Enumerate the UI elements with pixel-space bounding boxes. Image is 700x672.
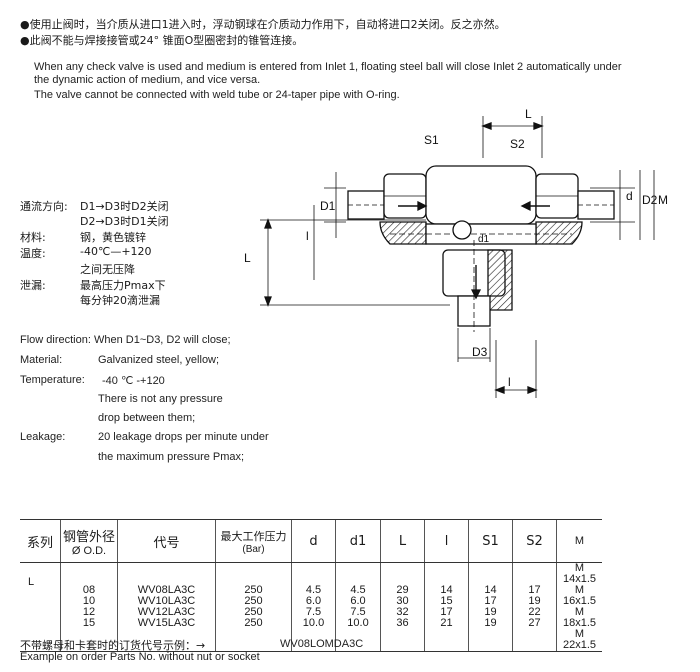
note-zh-1: ●使用止阀时，当介质从进口1进入时，浮动钢球在介质动力作用下，自动将进口2关闭。… bbox=[20, 18, 506, 31]
spec-temp-label-en: Temperature: bbox=[20, 374, 85, 386]
spec-leak-1-en: 20 leakage drops per minute under bbox=[98, 431, 269, 443]
header-d: d bbox=[291, 519, 336, 563]
label-d1-big: D1 bbox=[320, 199, 336, 213]
label-m: M bbox=[658, 193, 668, 207]
header-pressure-zh: 最大工作压力 bbox=[220, 529, 287, 543]
header-l: l bbox=[424, 519, 469, 563]
order-example-code: WV08LOMDA3C bbox=[280, 638, 364, 650]
header-m: M bbox=[556, 519, 602, 563]
spec-temp-1-en: -40 ℃ -+120 bbox=[102, 375, 165, 387]
check-valve-drawing: S1 S2 L d D2 M D1 l L d1 D3 l bbox=[244, 107, 668, 398]
header-s2: S2 bbox=[512, 519, 557, 563]
header-d1: d1 bbox=[335, 519, 381, 563]
label-l-bottom: l bbox=[508, 375, 511, 389]
spec-flow-1-zh: D1→D3时D2关闭 bbox=[80, 200, 169, 213]
spec-leak-label-zh: 泄漏: bbox=[20, 279, 46, 292]
cell-series: L bbox=[20, 562, 61, 652]
header-od-en: Ø O.D. bbox=[71, 544, 107, 557]
label-s1: S1 bbox=[424, 133, 439, 147]
header-L: L bbox=[380, 519, 425, 563]
steel-ball bbox=[452, 220, 472, 240]
spec-leak-2-en: the maximum pressure Pmax; bbox=[98, 451, 245, 463]
header-pressure-en: (Bar) bbox=[242, 543, 265, 555]
label-d2: D2 bbox=[642, 193, 658, 207]
spec-material-label-zh: 材料: bbox=[20, 231, 46, 244]
spec-temp-2-en: There is not any pressure bbox=[98, 393, 223, 405]
spec-leak-label-en: Leakage: bbox=[20, 431, 66, 443]
note-en-3: The valve cannot be connected with weld … bbox=[34, 89, 400, 101]
label-l-top: L bbox=[525, 107, 532, 121]
spec-material-zh: 钢，黄色镀锌 bbox=[80, 231, 146, 244]
spec-temp-1-zh: -40℃—+120 bbox=[80, 245, 152, 258]
header-code: 代号 bbox=[117, 519, 216, 563]
note-en-1: When any check valve is used and medium … bbox=[34, 61, 622, 73]
header-series: 系列 bbox=[20, 519, 61, 563]
header-od: 钢管外径 Ø O.D. bbox=[60, 519, 118, 563]
spec-flow-en: Flow direction: When D1~D3, D2 will clos… bbox=[20, 334, 231, 346]
spec-flow-label-zh: 通流方向: bbox=[20, 200, 68, 213]
spec-temp-2-zh: 之间无压降 bbox=[80, 263, 135, 276]
order-example-en: Example on order Parts No. without nut o… bbox=[20, 651, 260, 663]
valve-body bbox=[425, 165, 537, 225]
spec-temp-label-zh: 温度: bbox=[20, 247, 46, 260]
label-l-left: l bbox=[306, 229, 309, 243]
spec-table: 系列 钢管外径 Ø O.D. 代号 最大工作压力 (Bar) d d1 L l … bbox=[20, 519, 602, 652]
header-od-zh: 钢管外径 bbox=[62, 529, 115, 545]
header-pressure: 最大工作压力 (Bar) bbox=[215, 519, 292, 563]
spec-material-label-en: Material: bbox=[20, 354, 63, 366]
table-header-row: 系列 钢管外径 Ø O.D. 代号 最大工作压力 (Bar) d d1 L l … bbox=[20, 519, 602, 563]
label-s2: S2 bbox=[510, 137, 525, 151]
order-example-zh: 不带螺母和卡套时的订货代号示例：→ bbox=[20, 639, 206, 652]
spec-leak-2-zh: 每分钟20滴泄漏 bbox=[80, 294, 160, 307]
spec-flow-2-zh: D2→D3时D1关闭 bbox=[80, 215, 169, 228]
label-d: d bbox=[626, 189, 633, 203]
note-zh-2: ●此阀不能与焊接接管或24° 锥面O型圈密封的锥管连接。 bbox=[20, 34, 304, 47]
spec-leak-1-zh: 最高压力Pmax下 bbox=[80, 279, 166, 292]
header-s1: S1 bbox=[468, 519, 513, 563]
spec-material-en: Galvanized steel, yellow; bbox=[98, 354, 220, 366]
note-en-2: the dynamic action of medium, and vice v… bbox=[34, 74, 261, 86]
label-d1: d1 bbox=[478, 234, 490, 245]
spec-temp-3-en: drop between them; bbox=[98, 412, 196, 424]
label-d3: D3 bbox=[472, 345, 488, 359]
label-L-left: L bbox=[244, 251, 251, 265]
